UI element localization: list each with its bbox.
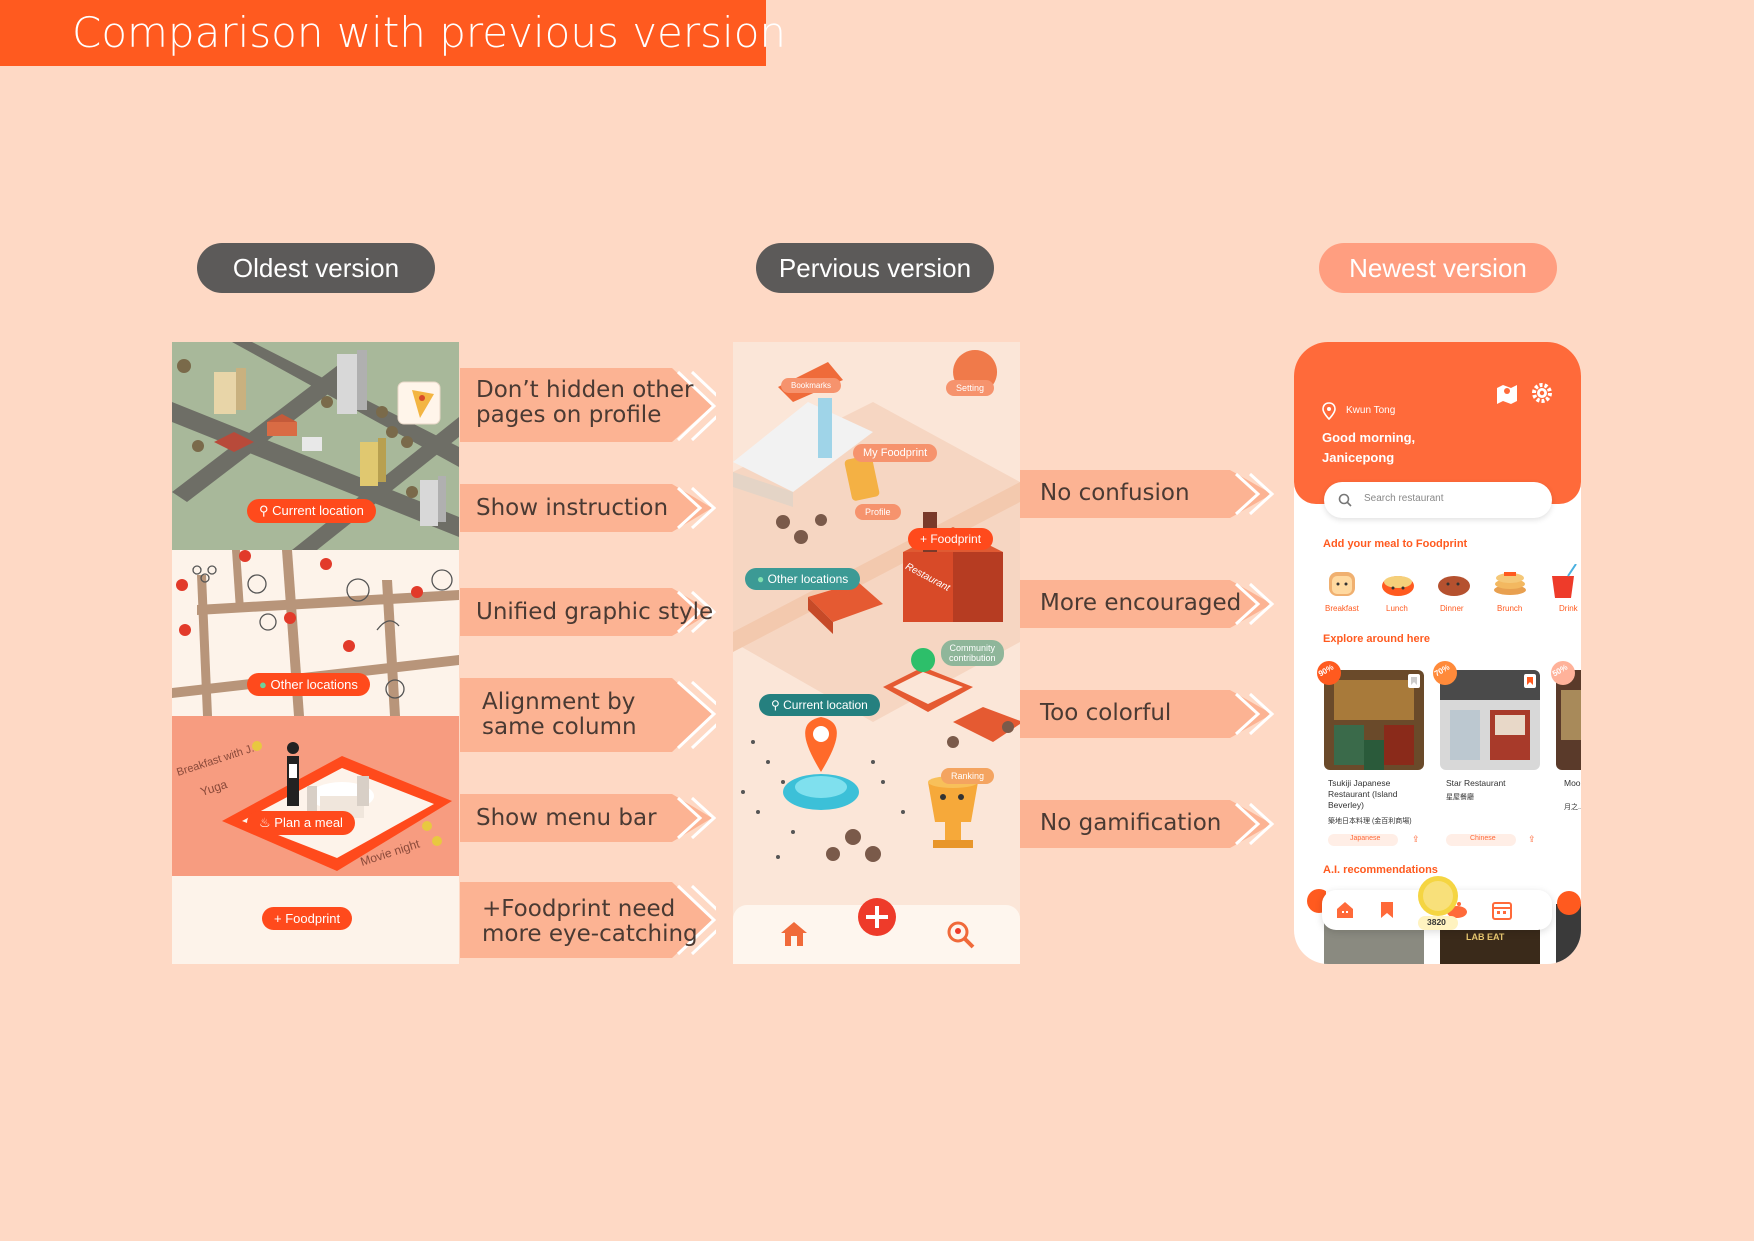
- ranking-tag[interactable]: Ranking: [941, 768, 995, 784]
- cuisine-tag: [1446, 834, 1516, 846]
- other-locations-tag[interactable]: ● Other locations: [745, 568, 861, 590]
- dinner-icon[interactable]: [1436, 564, 1472, 600]
- previous-screen: Bookmarks Setting My Foodprint Profile +…: [733, 342, 1020, 964]
- bowl-icon: ♨: [259, 815, 275, 830]
- note-no-gamification: No gamification: [1040, 810, 1222, 836]
- home-icon[interactable]: [1336, 901, 1354, 919]
- oldest-version-label: Oldest version: [197, 243, 435, 293]
- restaurant-photo[interactable]: [1324, 670, 1424, 770]
- coin-count: 3820: [1427, 917, 1446, 927]
- bookmarks-tag[interactable]: Bookmarks: [781, 378, 842, 393]
- home-icon[interactable]: [779, 919, 809, 949]
- calendar-icon[interactable]: [1492, 900, 1512, 920]
- note-too-colorful: Too colorful: [1040, 700, 1172, 726]
- match-badge: [1307, 889, 1326, 913]
- search-placeholder: Search restaurant: [1364, 493, 1444, 504]
- person-icon: ⚲: [771, 698, 784, 712]
- previous-notes-arrows: [1020, 470, 1275, 848]
- meal-label: Drink: [1559, 604, 1578, 613]
- bookmark-icon[interactable]: [1524, 674, 1536, 688]
- location-pin-icon: ●: [757, 572, 768, 586]
- restaurant-local-name: 星屋餐廳: [1446, 794, 1474, 801]
- location-pin-icon: [1322, 402, 1336, 420]
- setting-tag[interactable]: Setting: [946, 380, 995, 396]
- newest-header: [1294, 342, 1581, 504]
- foodprint-button[interactable]: + Foodprint: [262, 907, 353, 930]
- search-map-icon[interactable]: [945, 919, 975, 949]
- map-icon[interactable]: [1495, 382, 1519, 404]
- restaurant-name[interactable]: Star Restaurant: [1446, 778, 1506, 788]
- profile-tag[interactable]: Profile: [855, 504, 901, 520]
- note-alignment: Alignment by same column: [482, 689, 637, 740]
- search-icon: [1338, 493, 1352, 507]
- cuisine-tag: [1328, 834, 1398, 846]
- foodprint-button[interactable]: + Foodprint: [908, 528, 994, 550]
- my-foodprint-tag[interactable]: My Foodprint: [853, 444, 938, 462]
- coin-icon[interactable]: [1416, 874, 1460, 918]
- restaurant-name[interactable]: Moo Lou...: [1564, 778, 1581, 788]
- note-menu-bar: Show menu bar: [476, 805, 657, 831]
- explore-title: Explore around here: [1323, 633, 1430, 645]
- bookmark-icon[interactable]: [1380, 901, 1394, 919]
- breakfast-icon[interactable]: [1324, 564, 1360, 600]
- add-meal-title: Add your meal to Foodprint: [1323, 538, 1468, 550]
- bottom-nav: [733, 898, 1020, 964]
- ai-recommendations-title: A.I. recommendations: [1323, 864, 1438, 876]
- match-badge: [1551, 661, 1575, 685]
- current-location-tag[interactable]: ⚲ Current location: [759, 694, 880, 716]
- plan-meal-tag[interactable]: ♨ Plan a meal: [247, 811, 355, 835]
- newest-screen: Kwun Tong Good morning, Janicepong Searc…: [1294, 342, 1581, 964]
- meal-label: Brunch: [1497, 604, 1523, 613]
- restaurant-name[interactable]: Tsukiji Japanese Restaurant (Island Beve…: [1328, 778, 1398, 810]
- brunch-icon[interactable]: [1492, 564, 1528, 600]
- note-no-confusion: No confusion: [1040, 480, 1190, 506]
- restaurant-local-name: 築地日本料理 (金百利商場): [1328, 818, 1412, 825]
- lunch-icon[interactable]: [1380, 564, 1416, 600]
- page-title: Comparison with previous version: [72, 8, 787, 57]
- note-more-encouraged: More encouraged: [1040, 590, 1242, 616]
- share-icon[interactable]: ⇪: [1528, 834, 1536, 844]
- greeting-line-2: Janicepong: [1322, 450, 1395, 465]
- restaurant-local-name: 月之...: [1564, 804, 1581, 811]
- recommendation-photo-partial[interactable]: [1556, 890, 1581, 964]
- restaurant-photo[interactable]: [1440, 670, 1540, 770]
- coin-count-pill: [1418, 916, 1458, 930]
- share-icon[interactable]: ⇪: [1412, 834, 1420, 844]
- cuisine-label: Chinese: [1470, 835, 1496, 842]
- meal-label: Dinner: [1440, 604, 1464, 613]
- note-profile-pages: Don’t hidden other pages on profile: [476, 377, 694, 428]
- greeting-line-1: Good morning,: [1322, 430, 1416, 445]
- lab-eat-sign: LAB EAT: [1466, 932, 1505, 942]
- newest-version-label: Newest version: [1319, 243, 1557, 293]
- match-badge: [1433, 661, 1457, 685]
- location-pin-icon: ●: [259, 677, 271, 692]
- cuisine-label: Japanese: [1350, 835, 1381, 842]
- oldest-screen: ⚲ Current location ● Other locations Bre…: [172, 342, 459, 964]
- person-icon: ⚲: [259, 503, 273, 518]
- restaurant-photo[interactable]: [1556, 670, 1581, 770]
- isometric-city-illustration: [733, 342, 1020, 902]
- gear-icon[interactable]: [1531, 382, 1553, 404]
- add-button[interactable]: [857, 897, 897, 937]
- other-locations-tag[interactable]: ● Other locations: [247, 673, 370, 696]
- current-location-tag[interactable]: ⚲ Current location: [247, 499, 376, 523]
- community-contribution-tag[interactable]: Community contribution: [941, 640, 1004, 666]
- bookmark-icon[interactable]: [1408, 674, 1420, 688]
- note-graphic-style: Unified graphic style: [476, 599, 714, 625]
- location-label: Kwun Tong: [1346, 405, 1396, 416]
- plan-meal-illustration: Breakfast with J... Yuga Movie night: [172, 716, 459, 876]
- meal-label: Breakfast: [1325, 604, 1359, 613]
- oldest-notes-arrows: [460, 368, 716, 958]
- note-foodprint-eye-catching: +Foodprint need more eye-catching: [482, 896, 698, 947]
- drink-icon[interactable]: [1548, 563, 1581, 600]
- meal-label: Lunch: [1386, 604, 1408, 613]
- note-show-instruction: Show instruction: [476, 495, 669, 521]
- match-badge: [1317, 661, 1341, 685]
- search-input[interactable]: Search restaurant: [1324, 482, 1552, 518]
- previous-version-label: Pervious version: [756, 243, 994, 293]
- title-banner: [0, 0, 766, 66]
